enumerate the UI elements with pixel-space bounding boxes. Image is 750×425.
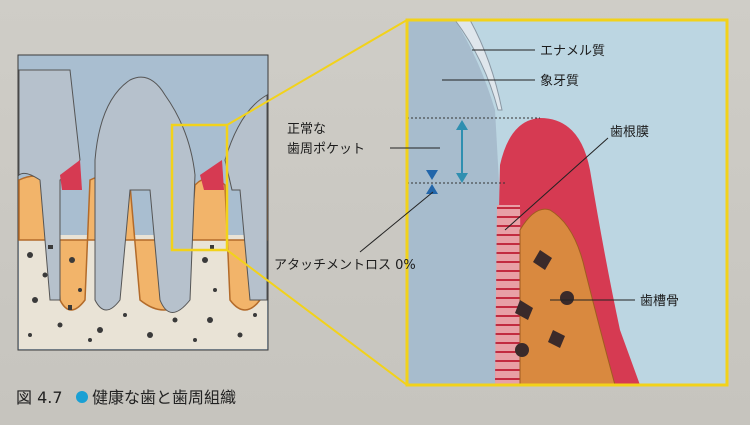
label-periodontal-ligament: 歯根膜	[610, 125, 649, 140]
figure-title: 健康な歯と歯周組織	[92, 388, 236, 407]
zoom-connector-bottom	[226, 249, 408, 386]
bone-marks	[515, 250, 574, 357]
tooth-right	[224, 94, 268, 301]
tooth-dentin	[407, 20, 500, 385]
label-alveolar-bone: 歯槽骨	[640, 294, 679, 309]
figure-number: 図 4.7	[16, 388, 63, 407]
overview-panel	[17, 54, 269, 351]
periodontal-ligament	[495, 205, 522, 385]
label-enamel: エナメル質	[540, 44, 605, 59]
attachment-arrow	[426, 170, 438, 194]
label-normal-pocket-1: 正常な	[287, 122, 326, 137]
label-normal-pocket-2: 歯周ポケット	[287, 142, 365, 157]
label-dentin: 象牙質	[540, 74, 579, 89]
leader-lines	[359, 49, 635, 301]
pocket-depth-arrow	[456, 120, 468, 183]
tooth-center	[94, 76, 196, 313]
caption-bullet-icon	[76, 391, 88, 403]
zoom-connector-top	[226, 19, 408, 126]
enamel	[454, 19, 503, 111]
zoom-frame	[405, 18, 729, 387]
label-attachment-loss: アタッチメントロス 0%	[274, 258, 416, 273]
focus-box	[170, 123, 229, 252]
zoom-panel	[407, 19, 727, 386]
bone-specks-overview	[27, 245, 257, 342]
